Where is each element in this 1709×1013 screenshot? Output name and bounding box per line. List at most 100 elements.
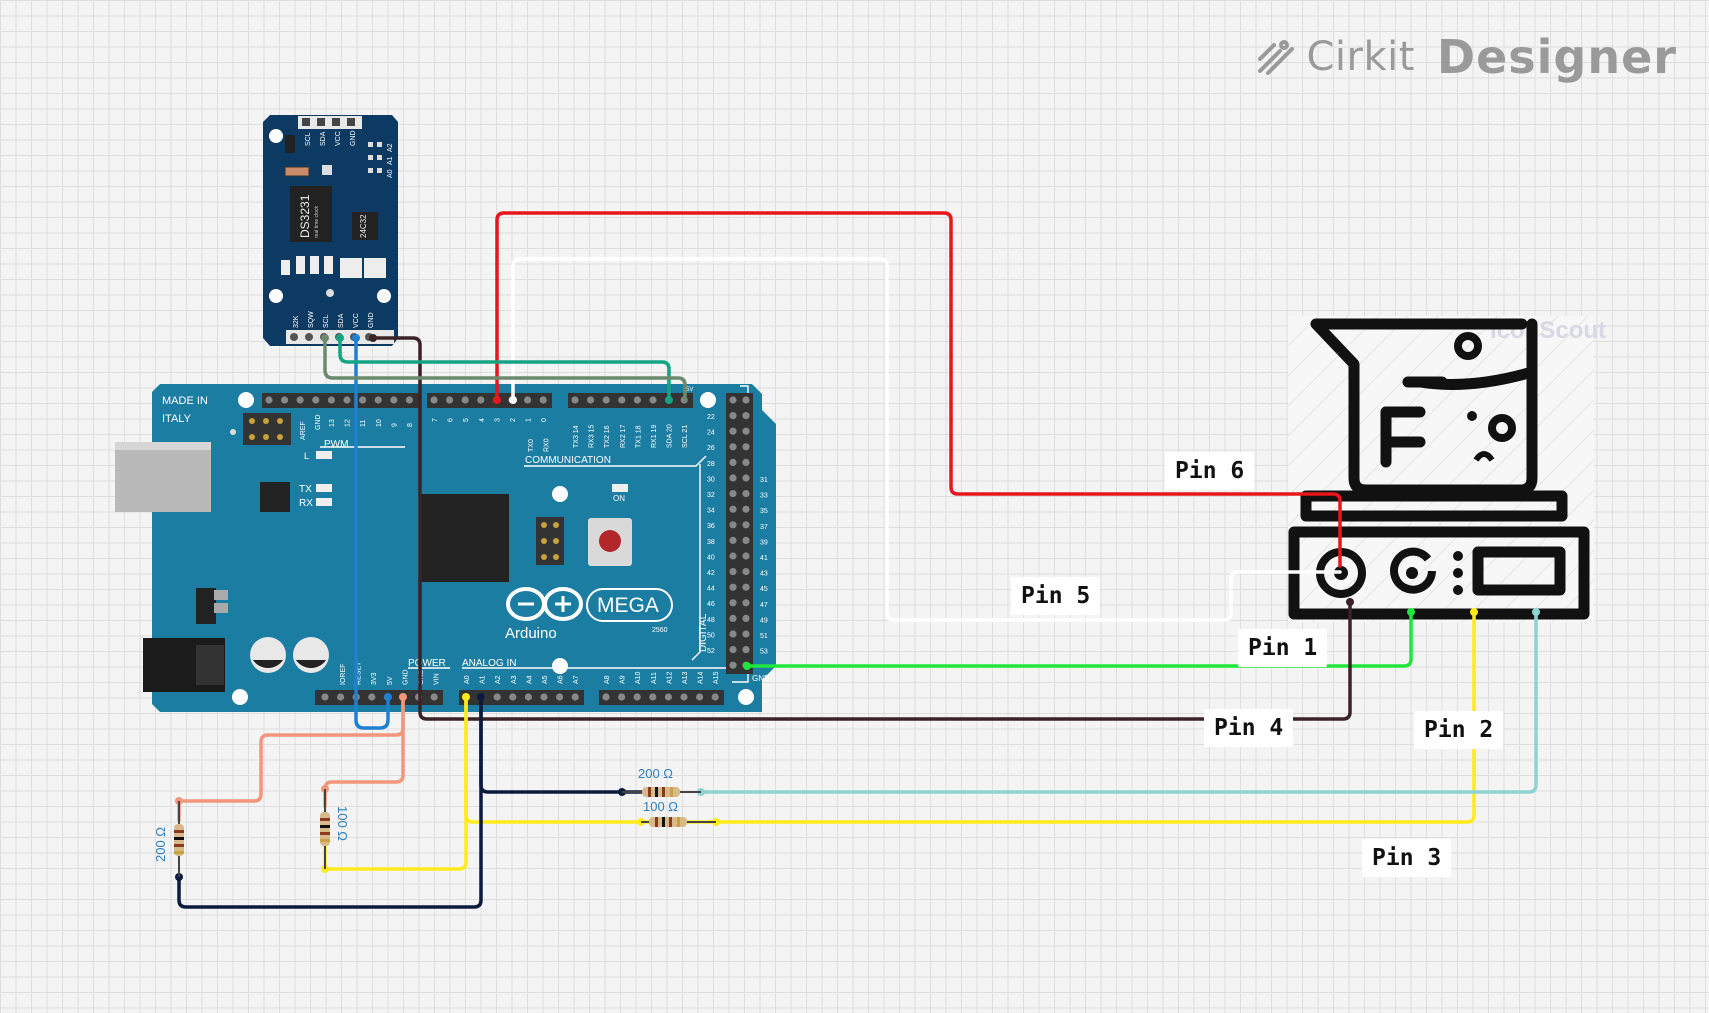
wire-green[interactable] [745,610,1413,668]
header-pin[interactable] [430,693,438,701]
header-pin[interactable] [509,693,517,701]
header-pin[interactable] [729,505,737,513]
header-pin[interactable] [337,693,345,701]
wire-red[interactable] [495,211,1342,568]
header-pin[interactable] [633,693,641,701]
header-pin[interactable] [524,396,532,404]
resistor-200-horizontal[interactable]: 200 Ω [622,766,701,797]
wire-yellow-b[interactable] [323,695,468,871]
header-pin[interactable] [729,599,737,607]
header-pin[interactable] [368,693,376,701]
header-pin[interactable] [729,490,737,498]
pin-name-label: A0 [464,675,471,684]
header-pin[interactable] [493,693,501,701]
header-pin[interactable] [312,396,320,404]
header-pin[interactable] [729,474,737,482]
header-pin[interactable] [742,583,750,591]
header-pin[interactable] [618,693,626,701]
wire-brown[interactable] [371,336,1352,721]
header-pin[interactable] [359,396,367,404]
resistor-200-vertical[interactable]: 200 Ω [153,801,184,877]
header-pin[interactable] [729,614,737,623]
pin-name-label: 48 [707,617,715,624]
header-pin[interactable] [321,693,329,701]
header-pin[interactable] [742,427,750,435]
header-pin[interactable] [618,396,626,404]
header-pin[interactable] [742,536,750,545]
wire-salmon-b[interactable] [323,695,405,808]
header-pin[interactable] [477,396,485,404]
reset-button-cap[interactable] [599,530,621,552]
header-pin[interactable] [602,396,610,404]
header-pin[interactable] [729,443,737,451]
header-pin[interactable] [446,396,454,404]
wire-salmon-a[interactable] [177,695,405,822]
header-pin[interactable] [729,458,737,466]
header-pin[interactable] [265,396,273,404]
pin-name-label: 30 [707,476,715,483]
resistor-100-horizontal[interactable]: 100 Ω [641,799,716,827]
resistor-100-vertical[interactable]: 100 Ω [320,789,350,869]
wire-navy-b[interactable] [177,695,483,909]
header-pin[interactable] [649,396,657,404]
header-pin[interactable] [524,693,533,701]
header-pin[interactable] [556,693,564,701]
header-pin[interactable] [696,693,704,701]
header-pin[interactable] [729,552,737,560]
header-pin[interactable] [742,505,750,513]
header-pin[interactable] [539,396,547,404]
header-pin[interactable] [540,693,548,701]
header-pin[interactable] [742,474,750,482]
header-pin[interactable] [281,396,289,404]
header-pin[interactable] [729,521,737,529]
header-pin[interactable] [296,396,304,404]
header-pin[interactable] [664,693,673,701]
header-pin[interactable] [343,396,351,404]
wire-blue[interactable] [354,336,390,730]
header-pin[interactable] [729,630,737,638]
header-pin[interactable] [649,693,657,701]
header-pin[interactable] [742,458,750,466]
header-pin[interactable] [742,396,750,404]
header-pin[interactable] [742,521,750,529]
arduino-mega-board[interactable]: MADE IN ITALY PWM COMMUNICATION POWER AN… [115,384,776,712]
header-pin[interactable] [729,396,737,404]
header-pin[interactable] [461,396,469,404]
header-pin[interactable] [327,396,335,404]
header-pin[interactable] [633,396,642,404]
header-pin[interactable] [742,552,750,560]
header-pin[interactable] [742,630,750,638]
wire-teal[interactable] [338,336,671,402]
header-pin[interactable] [430,396,438,404]
header-pin[interactable] [571,693,579,701]
pin-name-label: 42 [707,570,715,577]
wire-grey-green[interactable] [323,336,687,402]
header-pin[interactable] [742,490,750,498]
header-pin[interactable] [729,536,737,545]
header-pin[interactable] [405,396,413,404]
header-pin[interactable] [729,646,737,654]
header-pin[interactable] [729,583,737,591]
header-pin[interactable] [374,396,382,404]
rtc-module[interactable]: SCL SDA VCC GND A2 A1 A0 DS3231 real tim… [263,115,398,346]
header-pin[interactable] [571,396,579,404]
header-pin[interactable] [742,412,750,420]
board-model: MEGA [597,594,659,617]
header-pin[interactable] [742,443,750,451]
magnetic-stirrer-device[interactable]: IconScout [1287,315,1606,623]
header-pin[interactable] [390,396,398,404]
header-pin[interactable] [729,661,737,669]
header-pin[interactable] [742,568,750,576]
wire-white[interactable] [511,257,1342,622]
header-pin[interactable] [742,614,750,623]
header-pin[interactable] [742,646,750,654]
header-pin[interactable] [587,396,595,404]
header-pin[interactable] [680,693,688,701]
header-pin[interactable] [742,599,750,607]
header-pin[interactable] [729,568,737,576]
header-pin[interactable] [602,693,610,701]
header-pin[interactable] [729,412,737,420]
header-pin[interactable] [711,693,719,701]
header-pin[interactable] [729,427,737,435]
wire-cyan[interactable] [699,610,1538,794]
